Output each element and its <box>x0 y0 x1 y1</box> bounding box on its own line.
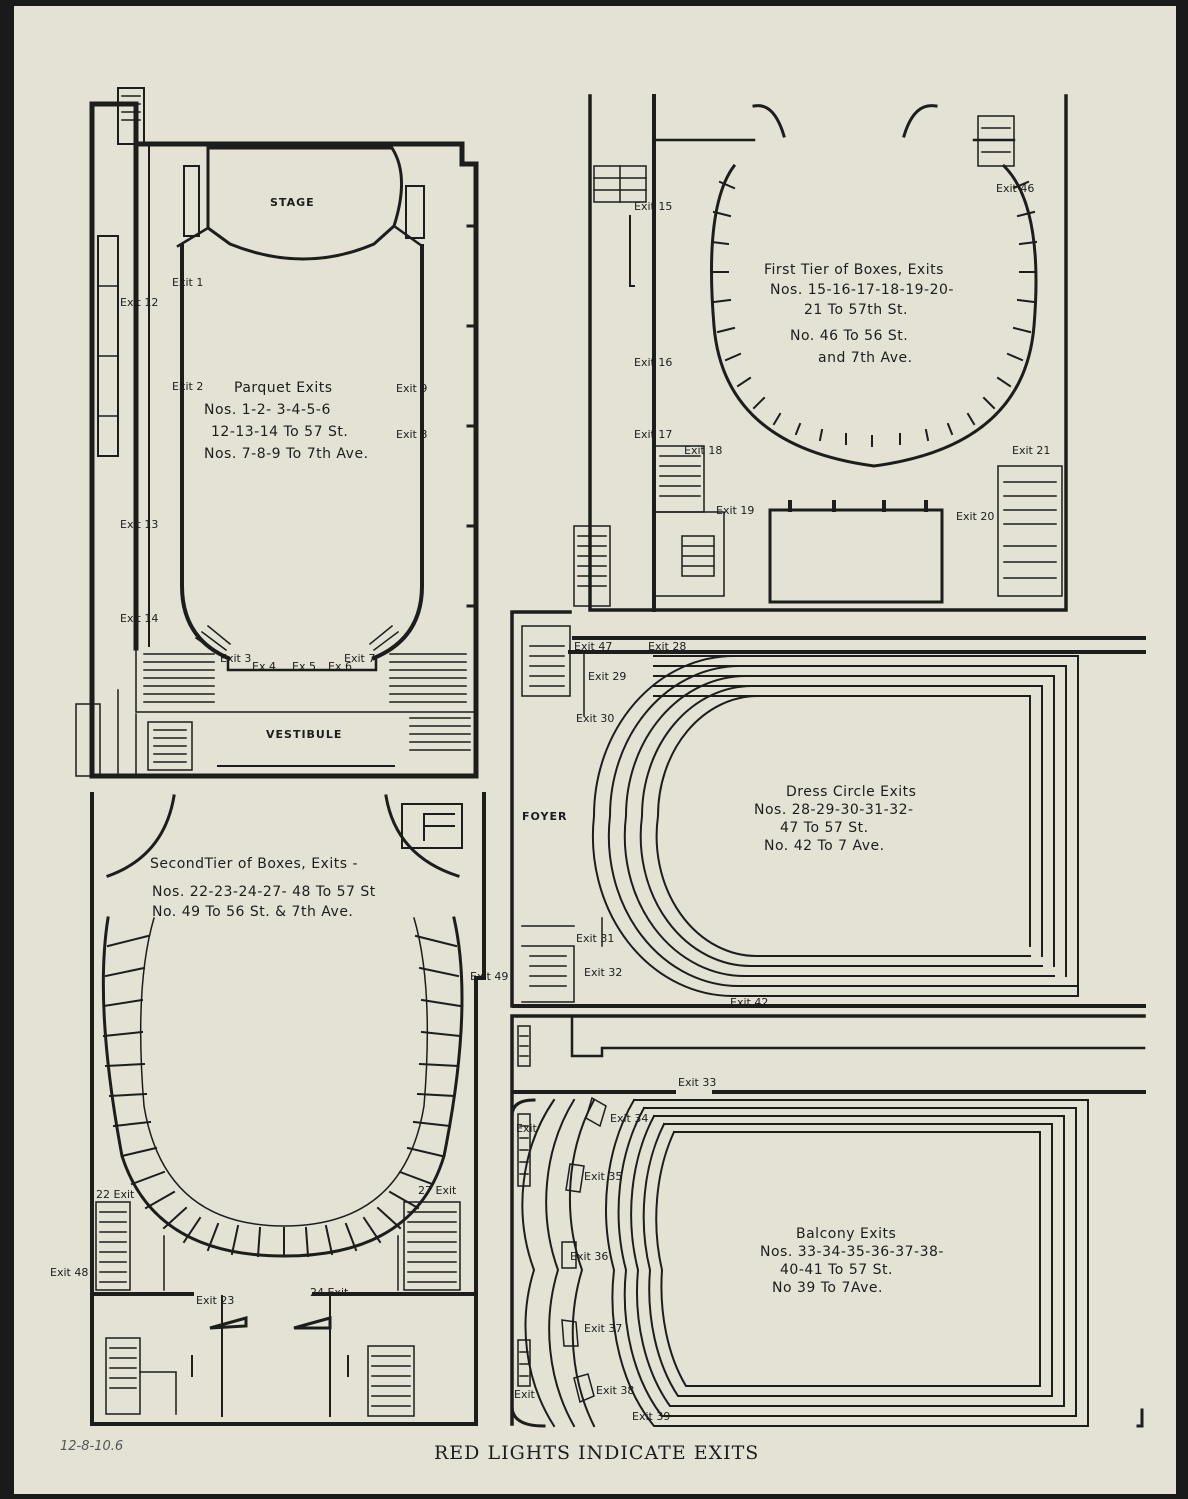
exit-label: Exit 19 <box>716 504 754 517</box>
exit-label: Exit 9 <box>396 382 427 395</box>
first-tier-title-line: First Tier of Boxes, Exits <box>764 262 944 278</box>
parquet-title-line: 12-13-14 To 57 St. <box>211 424 348 440</box>
exit-label: Exit 28 <box>648 640 686 653</box>
exit-label: Exit 16 <box>634 356 672 369</box>
exit-label: Exit 46 <box>996 182 1034 195</box>
vestibule-label: VESTIBULE <box>266 728 342 741</box>
exit-label: Exit 15 <box>634 200 672 213</box>
theatre-floor-plans: STAGE VESTIBULE Parquet Exits Nos. 1-2- … <box>50 87 1146 1428</box>
dress-circle-title: Dress Circle Exits Nos. 28-29-30-31-32- … <box>754 784 916 854</box>
second-tier-title: SecondTier of Boxes, Exits - Nos. 22-23-… <box>150 856 376 920</box>
exit-label: Exit 31 <box>576 932 614 945</box>
foyer-label: FOYER <box>522 810 567 823</box>
exit-label: Exit 39 <box>632 1410 670 1423</box>
parquet-plan <box>75 87 479 779</box>
exit-label: Ex 4 <box>252 660 276 673</box>
first-tier-title-line: No. 46 To 56 St. <box>790 328 908 344</box>
balcony-title-line: Balcony Exits <box>796 1226 896 1242</box>
parquet-title-line: Parquet Exits <box>234 380 333 396</box>
second-tier-plan <box>90 792 486 1426</box>
first-tier-title: First Tier of Boxes, Exits Nos. 15-16-17… <box>764 262 954 366</box>
parquet-title-line: Nos. 7-8-9 To 7th Ave. <box>204 446 369 462</box>
exit-label: Exit 17 <box>634 428 672 441</box>
parquet-title: Parquet Exits Nos. 1-2- 3-4-5-6 12-13-14… <box>204 380 369 462</box>
exit-label: Exit 38 <box>596 1384 634 1397</box>
exit-label: Exit <box>516 1122 538 1135</box>
exit-label: Exit 32 <box>584 966 622 979</box>
exit-label: 27 Exit <box>418 1184 457 1197</box>
exit-label: Exit 7 <box>344 652 375 665</box>
stage-label: STAGE <box>270 196 315 209</box>
exit-label: Exit <box>514 1388 536 1401</box>
exit-label: Exit 47 <box>574 640 612 653</box>
exit-label: Exit 8 <box>396 428 427 441</box>
exit-label: Exit 14 <box>120 612 158 625</box>
exit-label: Exit 34 <box>610 1112 648 1125</box>
first-tier-title-line: and 7th Ave. <box>818 350 913 366</box>
exit-label: Exit 30 <box>576 712 614 725</box>
second-tier-title-line: Nos. 22-23-24-27- 48 To 57 St <box>152 884 376 900</box>
exit-label: 22 Exit <box>96 1188 135 1201</box>
first-tier-title-line: 21 To 57th St. <box>804 302 908 318</box>
handwritten-note: 12-8-10.6 <box>60 1439 124 1454</box>
exit-label: Exit 18 <box>684 444 722 457</box>
exit-label: Exit 36 <box>570 1250 608 1263</box>
parquet-title-line: Nos. 1-2- 3-4-5-6 <box>204 402 331 418</box>
balcony-title-line: 40-41 To 57 St. <box>780 1262 893 1278</box>
balcony-title: Balcony Exits Nos. 33-34-35-36-37-38- 40… <box>760 1226 944 1296</box>
second-tier-title-line: No. 49 To 56 St. & 7th Ave. <box>152 904 353 920</box>
exit-label: Exit 3 <box>220 652 251 665</box>
dress-circle-title-line: No. 42 To 7 Ave. <box>764 838 885 854</box>
dress-circle-title-line: Nos. 28-29-30-31-32- <box>754 802 914 818</box>
exit-label: Exit 12 <box>120 296 158 309</box>
balcony-title-line: No 39 To 7Ave. <box>772 1280 883 1296</box>
first-tier-title-line: Nos. 15-16-17-18-19-20- <box>770 282 954 298</box>
exit-label: Exit 35 <box>584 1170 622 1183</box>
exit-label: Exit 13 <box>120 518 158 531</box>
footer-caption: RED LIGHTS INDICATE EXITS <box>434 1442 760 1464</box>
exit-label: Exit 23 <box>196 1294 234 1307</box>
exit-label: Exit 42 <box>730 996 768 1009</box>
exit-label: Exit 49 <box>470 970 508 983</box>
balcony-plan <box>510 1014 1146 1428</box>
dress-circle-plan <box>510 610 1146 1008</box>
balcony-title-line: Nos. 33-34-35-36-37-38- <box>760 1244 944 1260</box>
exit-label: Exit 21 <box>1012 444 1050 457</box>
dress-circle-title-line: Dress Circle Exits <box>786 784 916 800</box>
program-page: STAGE VESTIBULE Parquet Exits Nos. 1-2- … <box>14 6 1176 1494</box>
dress-circle-title-line: 47 To 57 St. <box>780 820 869 836</box>
exit-label: Exit 37 <box>584 1322 622 1335</box>
exit-label: Exit 33 <box>678 1076 716 1089</box>
exit-label: Exit 20 <box>956 510 994 523</box>
exit-label: Ex 6 <box>328 660 352 673</box>
first-tier-plan <box>573 94 1068 612</box>
exit-label: Exit 29 <box>588 670 626 683</box>
exit-label: Exit 2 <box>172 380 203 393</box>
exit-label: Exit 1 <box>172 276 203 289</box>
exit-label: 24 Exit <box>310 1286 349 1299</box>
exit-label: Ex 5 <box>292 660 316 673</box>
second-tier-title-line: SecondTier of Boxes, Exits - <box>150 856 358 872</box>
exit-label: Exit 48 <box>50 1266 88 1279</box>
